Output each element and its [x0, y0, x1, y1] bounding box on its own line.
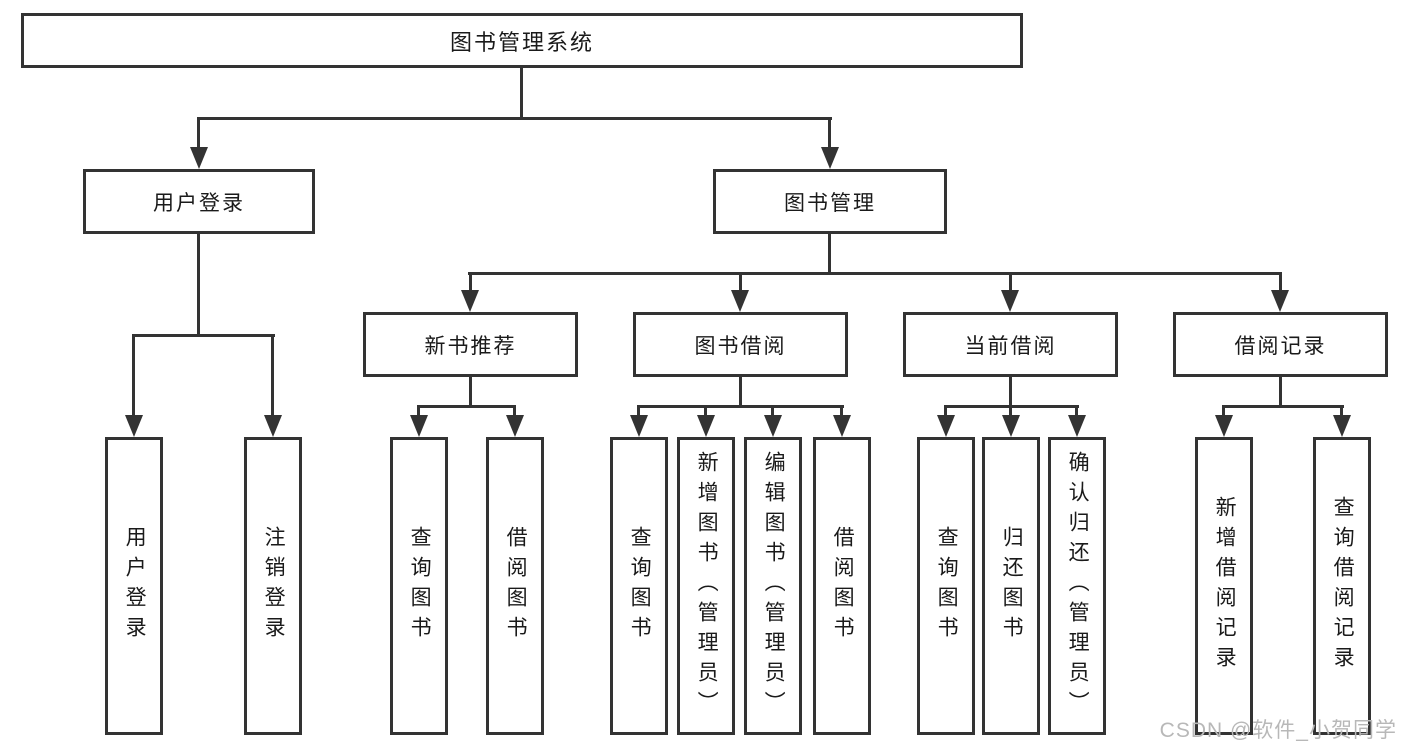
leaf-query-books-recommend: 查询图书: [390, 437, 448, 735]
connector-line: [469, 377, 472, 408]
arrow-down-icon: [1271, 290, 1289, 312]
leaf-confirm-return-admin: 确认归还（管理员）: [1048, 437, 1106, 735]
arrow-down-icon: [461, 290, 479, 312]
node-label: 图书管理系统: [449, 29, 594, 55]
node-borrow-records: 借阅记录: [1173, 312, 1388, 377]
leaf-user-login: 用户登录: [105, 437, 163, 735]
connector-line: [1340, 405, 1343, 417]
leaf-label: 新增图书（管理员）: [695, 451, 719, 721]
connector-line: [197, 117, 200, 149]
leaf-label: 查询图书: [408, 526, 432, 646]
node-new-book-recommend: 新书推荐: [363, 312, 578, 377]
connector-line: [197, 234, 200, 337]
leaf-add-borrow-record: 新增借阅记录: [1195, 437, 1253, 735]
connector-line: [739, 272, 742, 292]
arrow-down-icon: [630, 415, 648, 437]
connector-line: [828, 234, 831, 275]
node-label: 图书借阅: [694, 334, 787, 358]
node-current-borrowing: 当前借阅: [903, 312, 1118, 377]
connector-line: [132, 334, 275, 337]
arrow-down-icon: [1068, 415, 1086, 437]
leaf-label: 归还图书: [1000, 526, 1024, 646]
node-label: 当前借阅: [964, 334, 1057, 358]
leaf-logout: 注销登录: [244, 437, 302, 735]
node-library-system: 图书管理系统: [21, 13, 1023, 68]
node-book-borrowing: 图书借阅: [633, 312, 848, 377]
connector-line: [520, 68, 523, 119]
arrow-down-icon: [506, 415, 524, 437]
leaf-query-books-current: 查询图书: [917, 437, 975, 735]
leaf-query-borrow-record: 查询借阅记录: [1313, 437, 1371, 735]
arrow-down-icon: [264, 415, 282, 437]
connector-line: [417, 405, 420, 417]
connector-line: [1222, 405, 1225, 417]
connector-line: [271, 334, 274, 418]
arrow-down-icon: [833, 415, 851, 437]
connector-line: [1279, 377, 1282, 408]
arrow-down-icon: [410, 415, 428, 437]
leaf-label: 新增借阅记录: [1213, 496, 1237, 676]
connector-line: [637, 405, 844, 408]
connector-line: [1009, 272, 1012, 292]
leaf-edit-books-admin: 编辑图书（管理员）: [744, 437, 802, 735]
leaf-label: 确认归还（管理员）: [1066, 451, 1090, 721]
connector-line: [771, 405, 774, 417]
leaf-label: 借阅图书: [831, 526, 855, 646]
arrow-down-icon: [1333, 415, 1351, 437]
connector-line: [637, 405, 640, 417]
connector-line: [132, 334, 135, 418]
connector-line: [469, 272, 472, 292]
leaf-query-books-borrowing: 查询图书: [610, 437, 668, 735]
leaf-label: 注销登录: [262, 526, 286, 646]
arrow-down-icon: [1001, 290, 1019, 312]
connector-line: [468, 272, 1282, 275]
leaf-label: 借阅图书: [504, 526, 528, 646]
arrow-down-icon: [125, 415, 143, 437]
leaf-label: 查询图书: [935, 526, 959, 646]
node-label: 新书推荐: [424, 334, 517, 358]
arrow-down-icon: [1215, 415, 1233, 437]
connector-line: [739, 377, 742, 408]
leaf-label: 查询借阅记录: [1331, 496, 1355, 676]
leaf-label: 编辑图书（管理员）: [762, 451, 786, 721]
leaf-return-books: 归还图书: [982, 437, 1040, 735]
node-label: 用户登录: [153, 191, 245, 215]
leaf-add-books-admin: 新增图书（管理员）: [677, 437, 735, 735]
connector-line: [1075, 405, 1078, 417]
connector-line: [944, 405, 947, 417]
node-label: 图书管理: [784, 191, 876, 215]
connector-line: [828, 117, 831, 149]
leaf-label: 查询图书: [628, 526, 652, 646]
connector-line: [1009, 405, 1012, 417]
arrow-down-icon: [937, 415, 955, 437]
leaf-borrow-books-recommend: 借阅图书: [486, 437, 544, 735]
arrow-down-icon: [821, 147, 839, 169]
connector-line: [417, 405, 516, 408]
leaf-label: 用户登录: [123, 526, 147, 646]
connector-line: [197, 117, 832, 120]
csdn-watermark: CSDN @软件_小贺同学: [1159, 719, 1397, 742]
connector-line: [513, 405, 516, 417]
arrow-down-icon: [764, 415, 782, 437]
arrow-down-icon: [1002, 415, 1020, 437]
leaf-borrow-books-borrowing: 借阅图书: [813, 437, 871, 735]
node-book-management: 图书管理: [713, 169, 947, 234]
arrow-down-icon: [190, 147, 208, 169]
connector-line: [1009, 377, 1012, 408]
connector-line: [840, 405, 843, 417]
arrow-down-icon: [731, 290, 749, 312]
arrow-down-icon: [697, 415, 715, 437]
node-label: 借阅记录: [1234, 334, 1327, 358]
connector-line: [1222, 405, 1344, 408]
connector-line: [704, 405, 707, 417]
node-user-login: 用户登录: [83, 169, 315, 234]
connector-line: [1279, 272, 1282, 292]
